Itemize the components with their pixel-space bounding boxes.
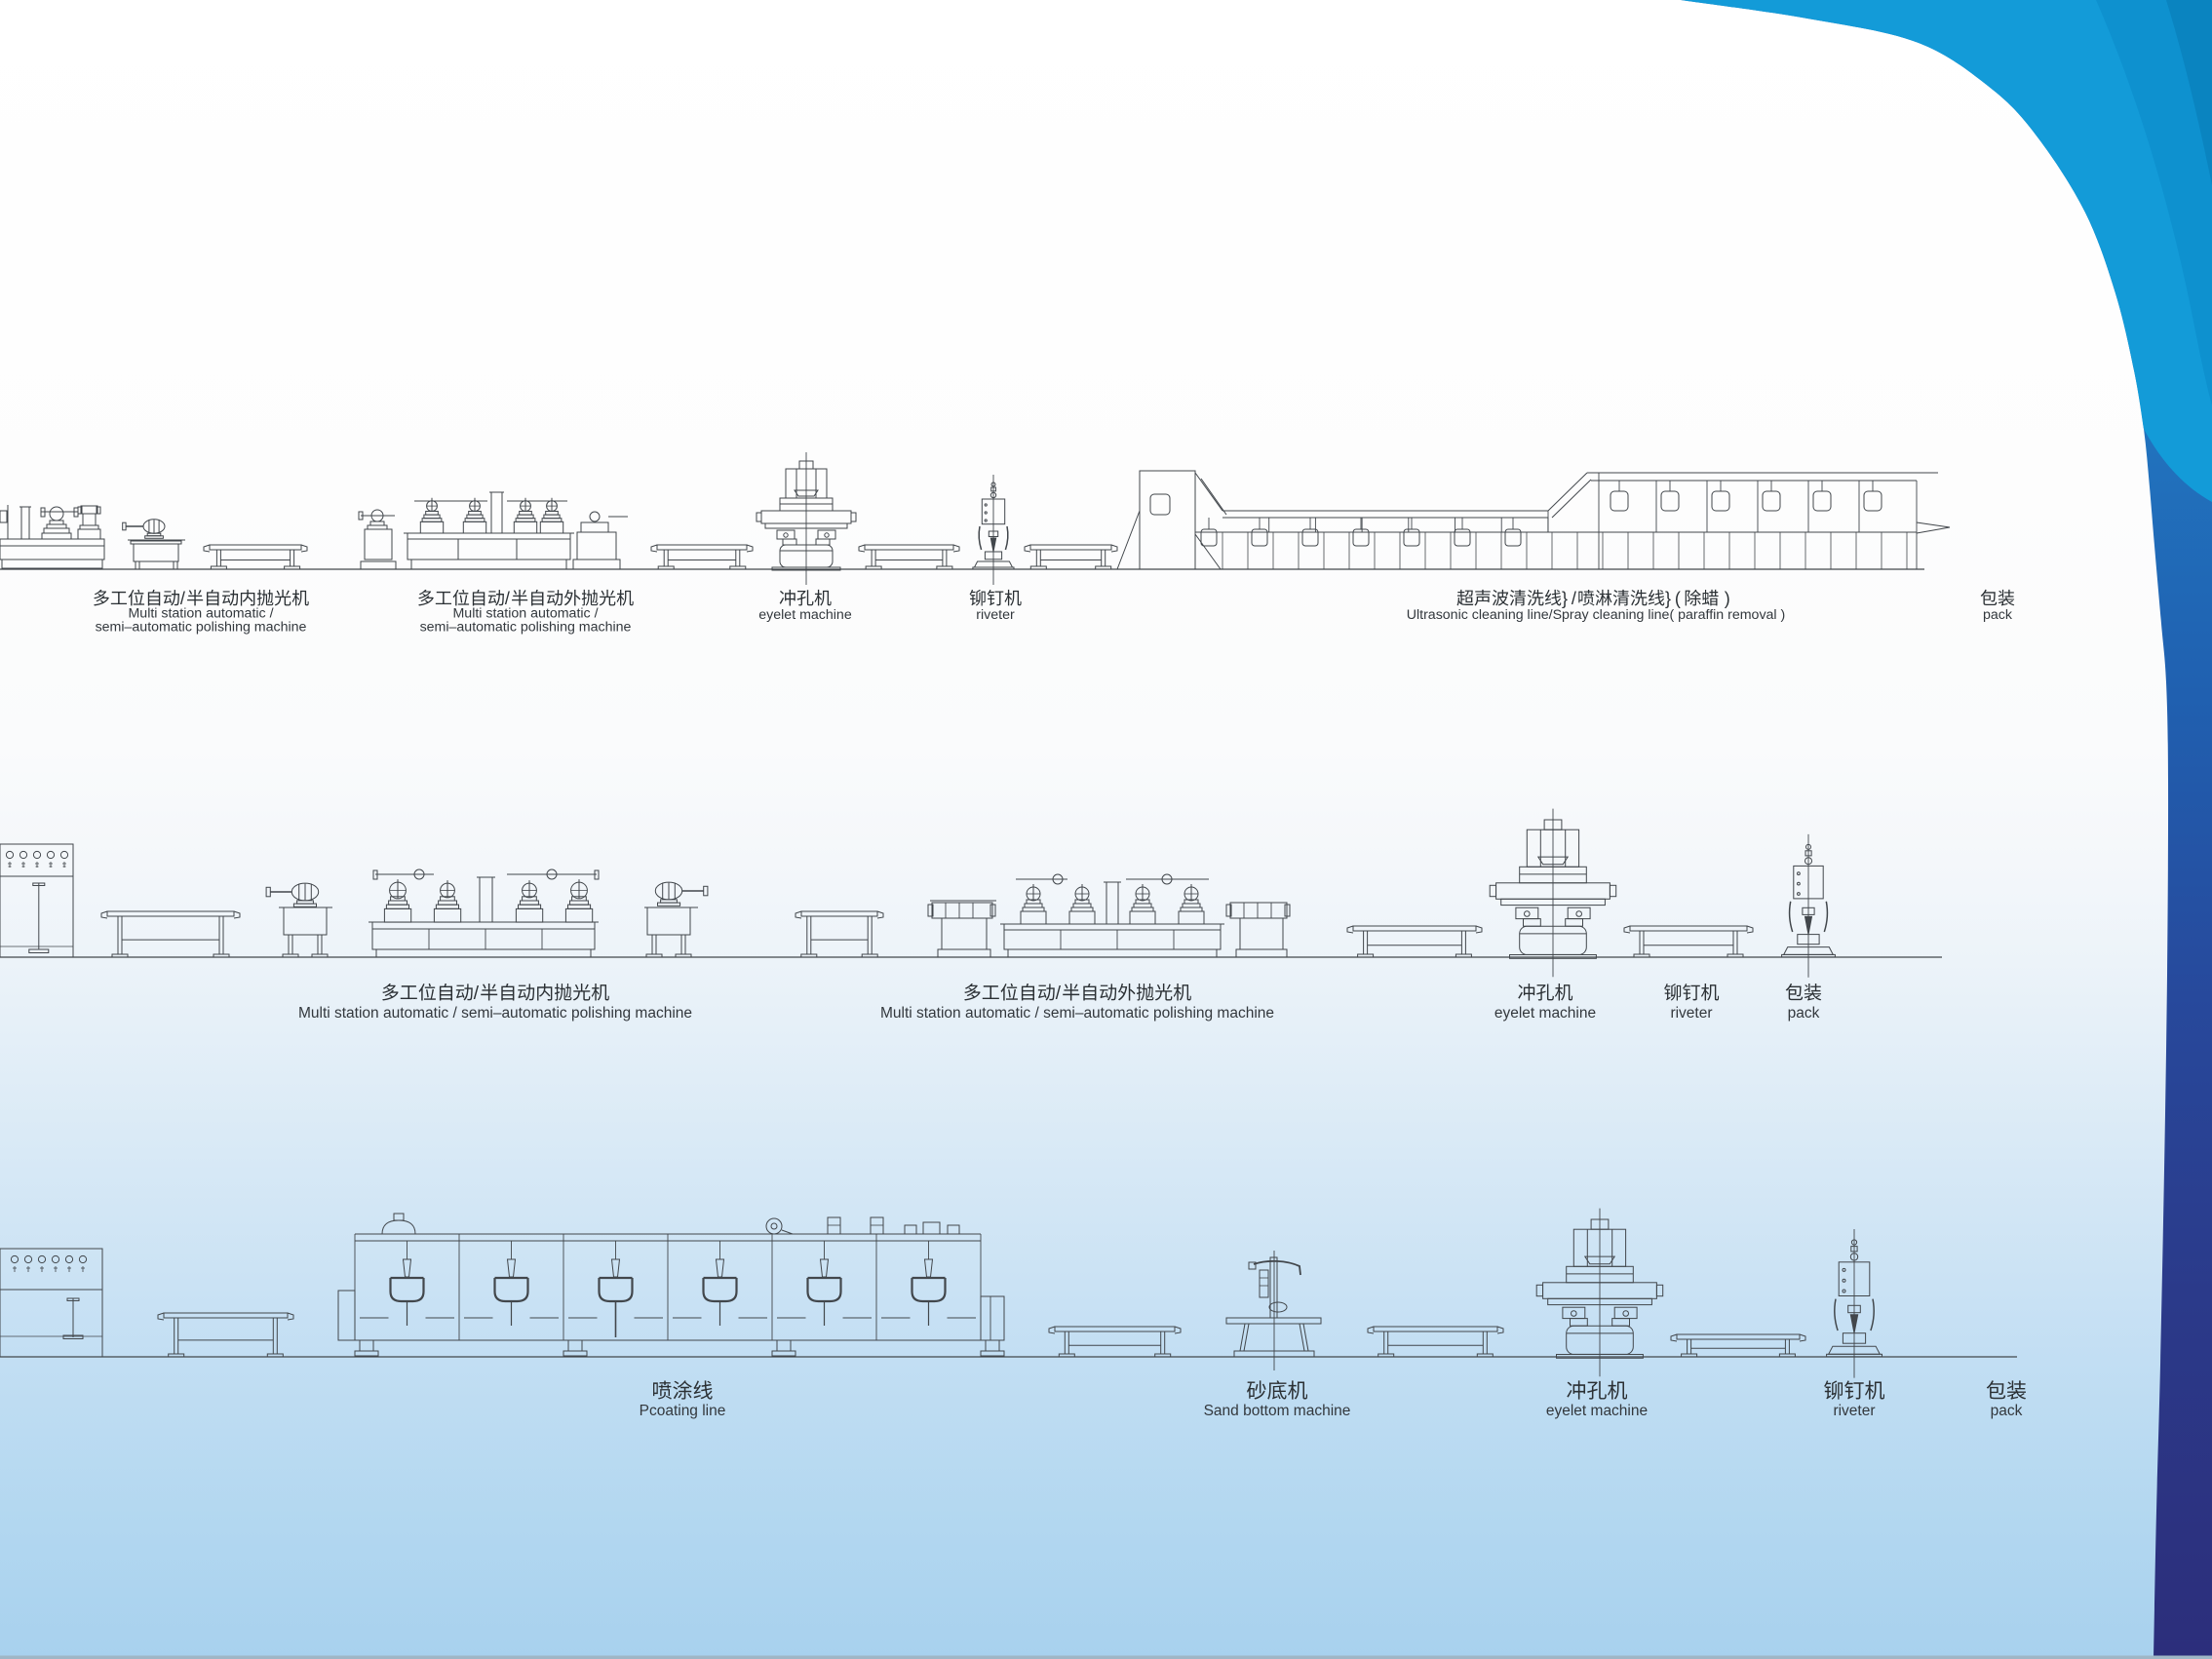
svg-text:Pcoating line: Pcoating line bbox=[640, 1403, 726, 1419]
svg-text:semi–automatic polishing machi: semi–automatic polishing machine bbox=[420, 620, 632, 636]
svg-text:(: ( bbox=[1675, 589, 1681, 608]
svg-text:riveter: riveter bbox=[1670, 1005, 1712, 1022]
svg-text:Multi station automatic /: Multi station automatic / bbox=[128, 606, 273, 622]
svg-text:Multi station automatic / semi: Multi station automatic / semi–automatic… bbox=[298, 1005, 692, 1022]
svg-text:pack: pack bbox=[1788, 1005, 1820, 1022]
svg-text:eyelet machine: eyelet machine bbox=[1546, 1403, 1648, 1419]
svg-text:/: / bbox=[1056, 984, 1062, 1004]
svg-text:pack: pack bbox=[1983, 607, 2013, 623]
svg-text:Sand bottom machine: Sand bottom machine bbox=[1204, 1403, 1351, 1419]
svg-text:semi–automatic polishing machi: semi–automatic polishing machine bbox=[96, 620, 307, 636]
svg-text:/: / bbox=[180, 589, 185, 608]
svg-text:Multi station automatic /: Multi station automatic / bbox=[452, 606, 598, 622]
svg-text:}: } bbox=[1562, 589, 1568, 608]
svg-text:riveter: riveter bbox=[1833, 1403, 1875, 1419]
svg-text:eyelet machine: eyelet machine bbox=[1494, 1005, 1596, 1022]
svg-text:riveter: riveter bbox=[976, 607, 1015, 623]
svg-text:}: } bbox=[1665, 589, 1671, 608]
svg-text:/: / bbox=[474, 984, 480, 1004]
svg-text:): ) bbox=[1725, 589, 1730, 608]
svg-text:pack: pack bbox=[1991, 1403, 2023, 1419]
svg-text:eyelet machine: eyelet machine bbox=[758, 607, 852, 623]
svg-text:/: / bbox=[1572, 589, 1576, 608]
svg-text:Ultrasonic cleaning line/Spray: Ultrasonic cleaning line/Spray cleaning … bbox=[1407, 607, 1786, 623]
svg-text:/: / bbox=[505, 589, 510, 608]
svg-text:Multi station automatic / semi: Multi station automatic / semi–automatic… bbox=[880, 1005, 1274, 1022]
